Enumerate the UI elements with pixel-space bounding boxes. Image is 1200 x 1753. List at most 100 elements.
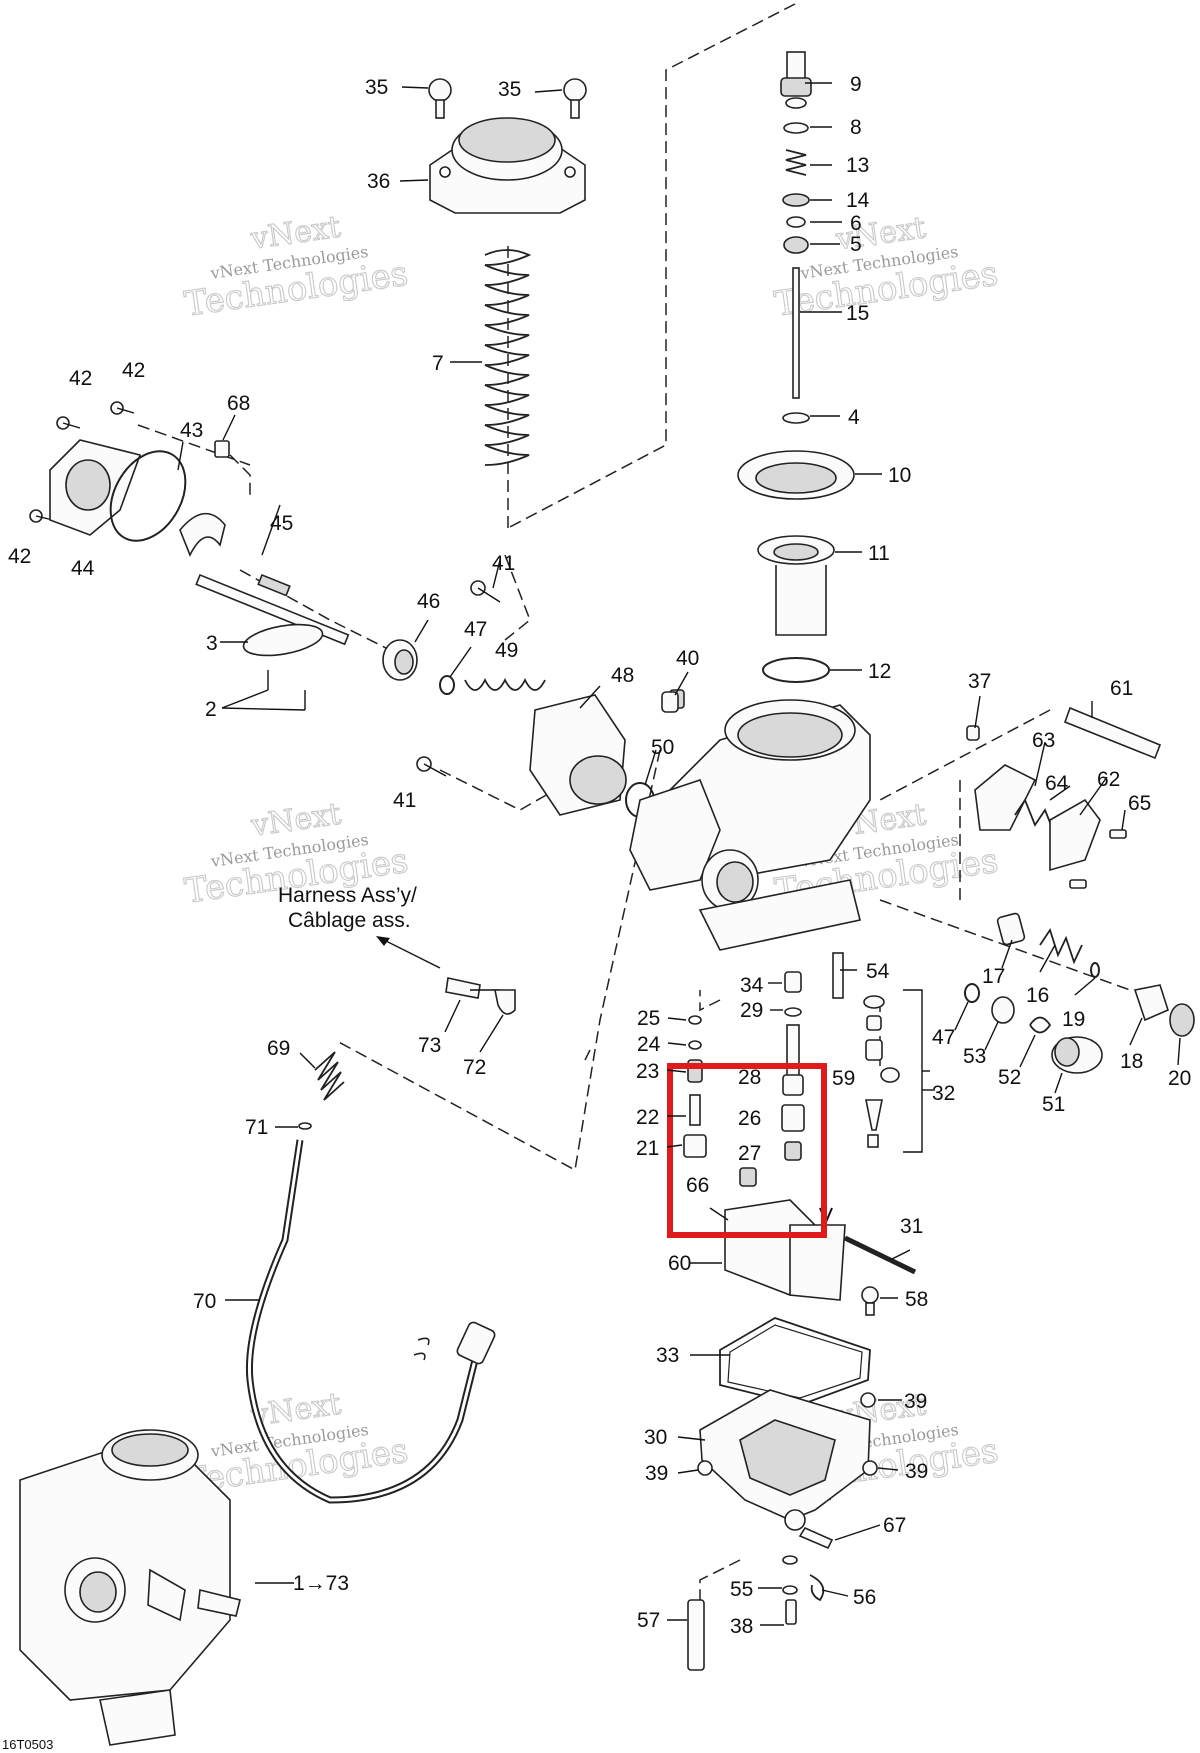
harness-arrow bbox=[376, 936, 441, 969]
figure-code: 16T0503 bbox=[2, 1737, 53, 1752]
callout-39: 39 bbox=[904, 1390, 927, 1413]
spring-7 bbox=[484, 249, 532, 466]
callout-3: 3 bbox=[206, 632, 218, 655]
slide-11 bbox=[757, 535, 835, 636]
callout-61: 61 bbox=[1110, 677, 1133, 700]
callout-52: 52 bbox=[998, 1066, 1021, 1089]
callout-31: 31 bbox=[900, 1215, 923, 1238]
callout-38: 38 bbox=[730, 1615, 753, 1638]
callout-42: 42 bbox=[8, 545, 31, 568]
callout-26: 26 bbox=[738, 1107, 761, 1130]
spring-69 bbox=[314, 1051, 345, 1101]
callout-9: 9 bbox=[850, 73, 862, 96]
callout-67: 67 bbox=[883, 1514, 906, 1537]
callout-73: 73 bbox=[418, 1034, 441, 1057]
callout-19: 19 bbox=[1062, 1008, 1085, 1031]
callout-45: 45 bbox=[270, 512, 293, 535]
carburetor-assembly-thumbnail bbox=[19, 1429, 241, 1746]
valve-17 bbox=[996, 912, 1026, 946]
callout-24: 24 bbox=[637, 1033, 661, 1056]
callout-44: 44 bbox=[71, 557, 95, 580]
callout-14: 14 bbox=[846, 189, 870, 212]
callout-66: 66 bbox=[686, 1174, 709, 1197]
callout-16: 16 bbox=[1026, 984, 1049, 1007]
clip-55-56 bbox=[782, 1555, 825, 1602]
clip-19 bbox=[1090, 962, 1100, 978]
callout-28: 28 bbox=[738, 1066, 761, 1089]
callout-7: 7 bbox=[432, 352, 444, 375]
harness-label-en: Harness Ass’y/ bbox=[278, 884, 417, 907]
callout-2: 2 bbox=[205, 698, 217, 721]
screw-41-group bbox=[416, 580, 501, 777]
callout-35: 35 bbox=[498, 78, 521, 101]
cover-plate-44 bbox=[49, 439, 142, 536]
cap-20 bbox=[1169, 1003, 1195, 1037]
callout-46: 46 bbox=[417, 590, 440, 613]
callout-29: 29 bbox=[740, 999, 763, 1022]
callout-34: 34 bbox=[740, 974, 764, 997]
plug-40 bbox=[661, 691, 679, 713]
callout-25: 25 bbox=[637, 1007, 660, 1030]
washer-47b-53-52 bbox=[964, 983, 1052, 1034]
callout-39: 39 bbox=[905, 1460, 928, 1483]
diaphragm-10 bbox=[737, 450, 855, 500]
carburetor-body bbox=[629, 689, 871, 951]
callout-42: 42 bbox=[69, 367, 92, 390]
watermark-top-left: vNext vNext Technologies Technologies bbox=[181, 209, 411, 325]
callout-10: 10 bbox=[888, 464, 911, 487]
callout-57: 57 bbox=[637, 1609, 660, 1632]
callout-53: 53 bbox=[963, 1045, 986, 1068]
callout-48: 48 bbox=[611, 664, 634, 687]
callout-54: 54 bbox=[866, 960, 890, 983]
callout-62: 62 bbox=[1097, 768, 1120, 791]
watermark-top-right: vNext vNext Technologies Technologies bbox=[771, 210, 1001, 325]
screw-67 bbox=[798, 1526, 834, 1550]
callout-65: 65 bbox=[1128, 792, 1151, 815]
nut-18 bbox=[1133, 984, 1169, 1022]
plunger-51 bbox=[1051, 1036, 1103, 1074]
callout-51: 51 bbox=[1042, 1093, 1065, 1116]
callout-69: 69 bbox=[267, 1037, 290, 1060]
cover-48 bbox=[529, 694, 627, 816]
callout-39: 39 bbox=[645, 1462, 668, 1485]
screw-35-left bbox=[428, 78, 452, 119]
callout-63: 63 bbox=[1032, 729, 1055, 752]
callout-64: 64 bbox=[1045, 772, 1069, 795]
leader-lines bbox=[177, 82, 1181, 1626]
screw-2-group bbox=[267, 670, 306, 710]
spring-64 bbox=[1014, 798, 1056, 836]
callout-58: 58 bbox=[905, 1288, 928, 1311]
callout-72: 72 bbox=[463, 1056, 486, 1079]
callout-41: 41 bbox=[492, 552, 515, 575]
o-ring-71 bbox=[298, 1122, 312, 1130]
pin-31 bbox=[843, 1235, 917, 1275]
callout-13: 13 bbox=[846, 154, 869, 177]
cover-36 bbox=[429, 117, 586, 214]
callout-labels: 35 35 36 7 9 8 13 14 6 5 15 4 10 11 12 4… bbox=[8, 73, 1191, 1638]
callout-37: 37 bbox=[968, 670, 991, 693]
callout-18: 18 bbox=[1120, 1050, 1143, 1073]
washer-47 bbox=[439, 675, 455, 695]
needle-valve-stack-32 bbox=[863, 989, 930, 1153]
callout-35: 35 bbox=[365, 76, 388, 99]
tube-57 bbox=[687, 1599, 705, 1671]
callout-59: 59 bbox=[832, 1067, 855, 1090]
callout-43: 43 bbox=[180, 419, 203, 442]
callout-11: 11 bbox=[868, 542, 890, 565]
throttle-shaft-45 bbox=[179, 512, 350, 646]
tube-61 bbox=[1063, 706, 1162, 760]
callout-23: 23 bbox=[636, 1060, 659, 1083]
callout-33: 33 bbox=[656, 1344, 679, 1367]
screw-39-group bbox=[697, 1392, 878, 1476]
callout-1-to-73: 1→73 bbox=[293, 1572, 349, 1595]
highlight-box bbox=[667, 1063, 827, 1238]
callout-42: 42 bbox=[122, 359, 145, 382]
callout-21: 21 bbox=[636, 1137, 659, 1160]
callout-70: 70 bbox=[193, 1290, 216, 1313]
float-bowl-30 bbox=[699, 1389, 871, 1531]
callout-22: 22 bbox=[636, 1106, 659, 1129]
callout-71: 71 bbox=[245, 1116, 268, 1139]
callout-55: 55 bbox=[730, 1578, 753, 1601]
callout-50: 50 bbox=[651, 736, 674, 759]
